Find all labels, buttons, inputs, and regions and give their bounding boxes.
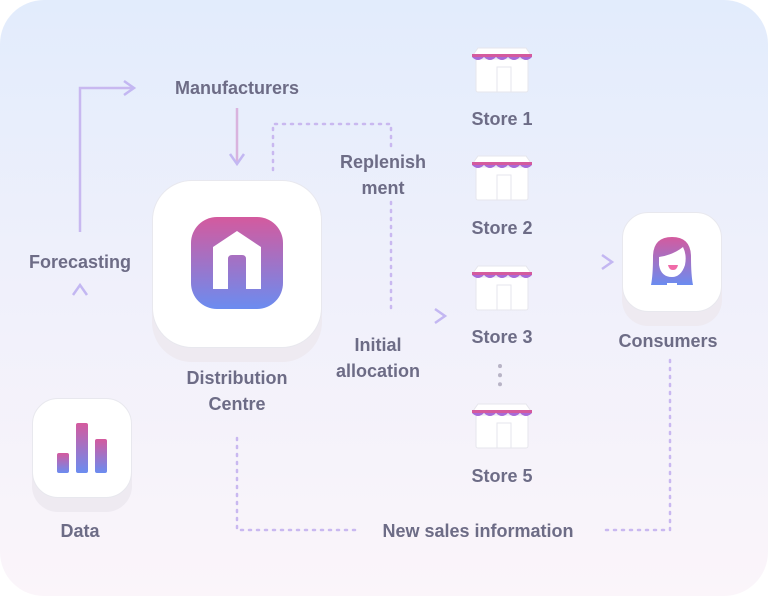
store-label: Store 2 <box>471 218 533 238</box>
distribution-centre-node <box>152 180 322 348</box>
store-icon <box>472 403 532 449</box>
store-label: Store 5 <box>471 466 533 486</box>
new-sales-information-label: New sales information <box>382 521 574 541</box>
store-icon <box>472 265 532 311</box>
manufacturers-label: Manufacturers <box>174 78 300 98</box>
consumer-avatar-icon <box>651 237 693 289</box>
store-label: Store 3 <box>471 327 533 347</box>
arrow-forecasting-manufacturers <box>78 86 133 232</box>
distribution-centre-label: Distribution Centre <box>186 368 288 414</box>
consumers-node <box>622 212 722 312</box>
data-node <box>32 398 132 498</box>
forecasting-label: Forecasting <box>28 252 132 272</box>
replenishment-line <box>271 122 393 314</box>
home-icon <box>191 217 283 309</box>
initial-allocation-label: Initial allocation <box>335 335 421 381</box>
replenishment-label: Replenish ment <box>339 152 427 198</box>
data-label: Data <box>60 521 100 541</box>
store-label: Store 1 <box>471 109 533 129</box>
store-icon <box>472 155 532 201</box>
new-sales-line <box>235 358 672 532</box>
store-icon <box>472 47 532 93</box>
consumers-label: Consumers <box>618 331 718 351</box>
bar-chart-icon <box>57 423 107 473</box>
